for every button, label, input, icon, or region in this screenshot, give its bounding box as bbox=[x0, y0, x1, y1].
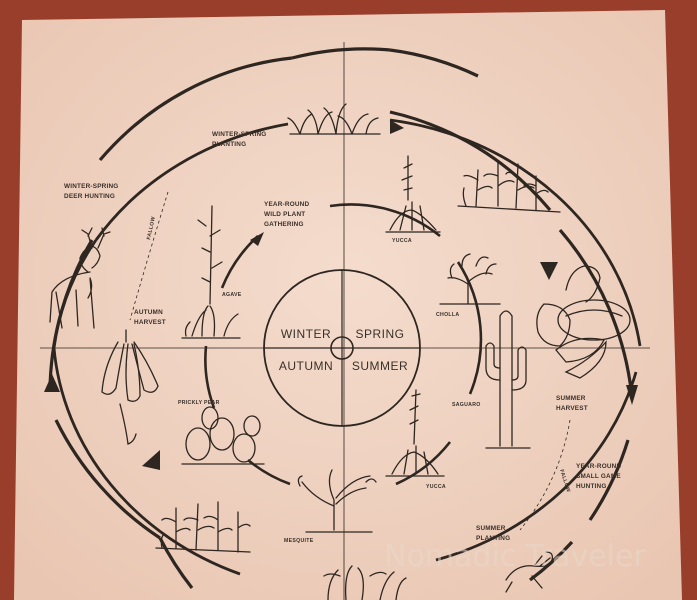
svg-text:AUTUMN: AUTUMN bbox=[134, 309, 163, 316]
season-winter: WINTER bbox=[281, 327, 331, 341]
label-cholla: CHOLLA bbox=[436, 312, 459, 318]
label-prickly-pear: PRICKLY PEAR bbox=[178, 400, 220, 406]
svg-text:DEER HUNTING: DEER HUNTING bbox=[64, 193, 115, 200]
label-yucca-bottom: YUCCA bbox=[426, 484, 446, 490]
svg-text:PLANTING: PLANTING bbox=[212, 141, 246, 148]
board-background bbox=[14, 10, 682, 600]
label-mesquite: MESQUITE bbox=[284, 538, 314, 544]
svg-text:YEAR-ROUND: YEAR-ROUND bbox=[576, 463, 621, 470]
watermark: Nomadic Traveler bbox=[384, 539, 646, 574]
label-saguaro: SAGUARO bbox=[452, 402, 481, 408]
svg-text:WINTER-SPRING: WINTER-SPRING bbox=[212, 131, 266, 138]
season-summer: SUMMER bbox=[352, 359, 408, 373]
svg-text:WINTER-SPRING: WINTER-SPRING bbox=[64, 183, 118, 190]
svg-text:HUNTING: HUNTING bbox=[576, 483, 607, 490]
svg-text:GATHERING: GATHERING bbox=[264, 221, 304, 228]
svg-text:HARVEST: HARVEST bbox=[134, 319, 166, 326]
label-year-round-wild-plant-gathering: YEAR-ROUND WILD PLANT GATHERING bbox=[264, 201, 309, 228]
svg-text:YEAR-ROUND: YEAR-ROUND bbox=[264, 201, 309, 208]
season-autumn: AUTUMN bbox=[279, 359, 333, 373]
label-agave: AGAVE bbox=[222, 292, 242, 298]
svg-text:SUMMER: SUMMER bbox=[476, 525, 506, 532]
season-spring: SPRING bbox=[355, 327, 404, 341]
label-yucca-top: YUCCA bbox=[392, 238, 412, 244]
svg-text:WILD PLANT: WILD PLANT bbox=[264, 211, 305, 218]
svg-text:SUMMER: SUMMER bbox=[556, 395, 586, 402]
svg-text:HARVEST: HARVEST bbox=[556, 405, 588, 412]
svg-text:SMALL GAME: SMALL GAME bbox=[576, 473, 621, 480]
